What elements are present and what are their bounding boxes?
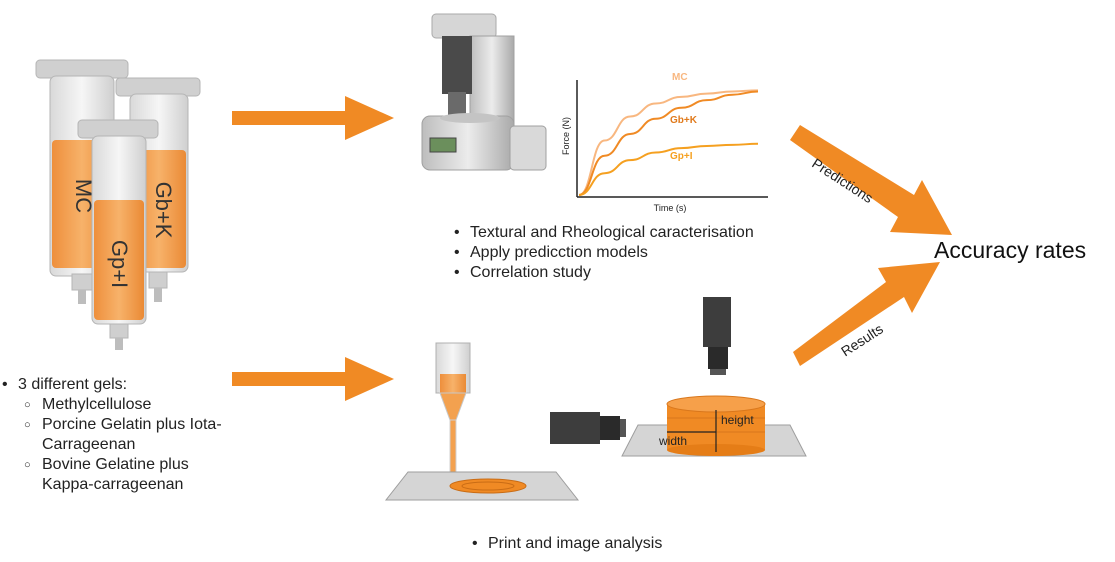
chart-y-label: Force (N) <box>561 117 571 155</box>
syringe-mc-label: MC <box>71 178 96 214</box>
arrow-syringes-to-rheometer <box>232 96 394 140</box>
print-list: Print and image analysis <box>470 534 730 554</box>
gel-item: Bovine Gelatine plus Kappa-carrageenan <box>22 455 222 495</box>
series-label-mc: MC <box>672 72 688 83</box>
gel-item: Methylcellulose <box>22 395 225 415</box>
camera-side <box>550 412 626 444</box>
texture-analyser <box>421 13 547 171</box>
series-label-gbk: Gb+K <box>670 115 697 126</box>
print-item: Print and image analysis <box>470 534 730 554</box>
force-time-chart <box>576 80 768 198</box>
chart-x-label: Time (s) <box>653 203 687 213</box>
analysis-item: Correlation study <box>452 263 812 283</box>
gels-list: 3 different gels: Methylcellulose Porcin… <box>0 375 225 495</box>
bioprinter <box>384 342 580 501</box>
height-label: height <box>721 413 754 427</box>
series-label-gpi: Gp+I <box>670 151 693 162</box>
accuracy-rates-label: Accuracy rates <box>934 237 1087 263</box>
series-line-gp-i <box>578 142 759 196</box>
arrow-results <box>793 262 940 366</box>
camera-top <box>703 297 731 375</box>
measurement-sample <box>621 395 807 457</box>
arrow-predictions <box>790 125 952 235</box>
width-label: width <box>659 434 688 448</box>
analysis-item: Apply predicction models <box>452 243 812 263</box>
analysis-item: Textural and Rheological caracterisation <box>452 223 812 243</box>
gel-item: Porcine Gelatin plus Iota-Carrageenan <box>22 415 222 455</box>
arrow-gels-to-printer <box>232 357 394 401</box>
gels-heading: 3 different gels: <box>0 375 225 395</box>
series-line-mc <box>578 89 759 196</box>
syringe-gbk-label: Gb+K <box>151 181 176 239</box>
analysis-list: Textural and Rheological caracterisation… <box>452 223 812 283</box>
syringe-gpi <box>77 119 159 350</box>
syringe-gpi-label: Gp+I <box>107 239 132 289</box>
series-line-gb-k <box>578 90 759 196</box>
